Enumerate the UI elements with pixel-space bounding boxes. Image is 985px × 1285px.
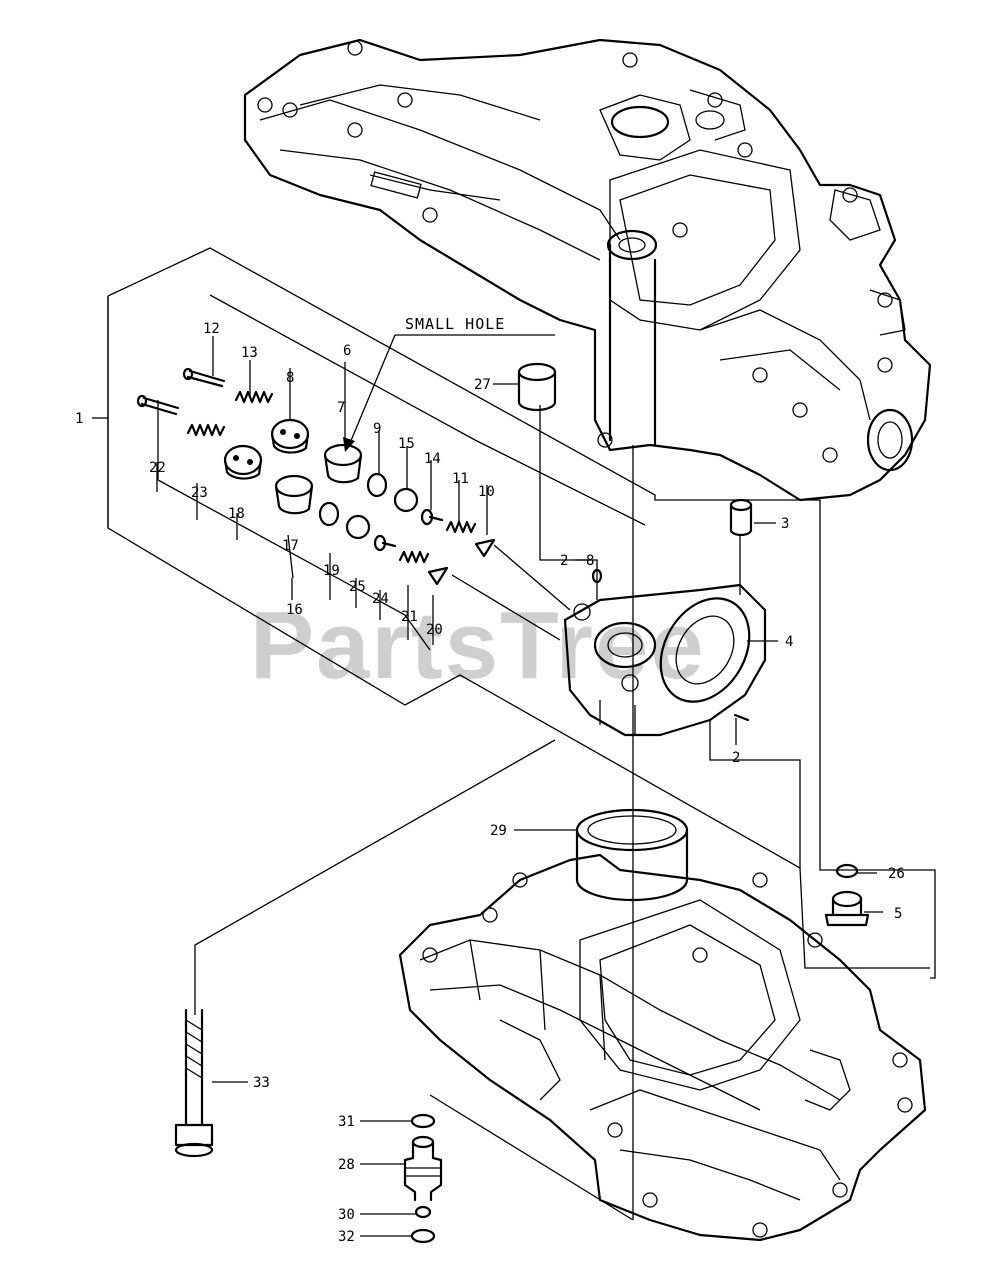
o-ring-32 xyxy=(410,1228,436,1244)
label-24: 24 xyxy=(372,591,389,607)
label-2-upper: 2 xyxy=(560,553,568,569)
label-19: 19 xyxy=(323,563,340,579)
label-12: 12 xyxy=(203,321,220,337)
spring-11 xyxy=(445,520,477,534)
o-ring-26 xyxy=(835,863,859,879)
label-22: 22 xyxy=(149,460,166,476)
ball-25 xyxy=(345,514,371,540)
cylinder-7 xyxy=(323,443,363,484)
check-valve-28 xyxy=(403,1135,443,1202)
label-32: 32 xyxy=(338,1229,355,1245)
label-9: 9 xyxy=(373,421,381,437)
label-10: 10 xyxy=(478,484,495,500)
plug-8 xyxy=(270,418,310,454)
lower-housing xyxy=(398,853,927,1242)
spring-30 xyxy=(414,1205,432,1219)
pin-22 xyxy=(136,394,180,416)
spring-21 xyxy=(398,550,430,564)
label-20: 20 xyxy=(426,622,443,638)
label-1: 1 xyxy=(75,411,83,427)
part-labels: SMALL HOLE 1 2 8 2 3 4 5 6 7 8 9 10 11 1… xyxy=(75,315,905,1245)
pin-12 xyxy=(182,367,226,388)
valve-20 xyxy=(427,566,449,586)
label-7: 7 xyxy=(337,400,345,416)
plug-18 xyxy=(223,444,263,480)
pin-2-lower xyxy=(733,713,750,722)
small-hole-callout: SMALL HOLE xyxy=(405,315,505,333)
label-8: 8 xyxy=(286,370,294,386)
o-ring-31 xyxy=(410,1113,436,1129)
pin-24 xyxy=(373,534,397,552)
cylinder-17 xyxy=(274,474,314,515)
label-28: 28 xyxy=(338,1157,355,1173)
o-ring-19 xyxy=(318,501,340,527)
upper-housing xyxy=(243,38,932,502)
label-21: 21 xyxy=(401,609,418,625)
label-33: 33 xyxy=(253,1075,270,1091)
label-31: 31 xyxy=(338,1114,355,1130)
label-18: 18 xyxy=(228,506,245,522)
valve-10 xyxy=(474,538,496,558)
label-15: 15 xyxy=(398,436,415,452)
label-8-upper: 8 xyxy=(586,553,594,569)
sleeve-27 xyxy=(517,362,557,412)
label-17: 17 xyxy=(282,538,299,554)
label-4: 4 xyxy=(785,634,793,650)
label-29: 29 xyxy=(490,823,507,839)
spring-13 xyxy=(234,390,274,404)
bolt-33 xyxy=(174,1008,214,1158)
label-26: 26 xyxy=(888,866,905,882)
label-25: 25 xyxy=(349,579,366,595)
center-section-block xyxy=(563,583,767,737)
pin-3 xyxy=(729,498,753,537)
label-2-lower: 2 xyxy=(732,750,740,766)
watermark-text: PartsTree xyxy=(250,592,706,699)
label-11: 11 xyxy=(452,471,469,487)
plug-5 xyxy=(824,890,870,927)
ring-29 xyxy=(575,808,689,902)
assembly-lines xyxy=(92,247,936,1237)
label-27: 27 xyxy=(474,377,491,393)
label-3: 3 xyxy=(781,516,789,532)
label-30: 30 xyxy=(338,1207,355,1223)
label-14: 14 xyxy=(424,451,441,467)
pin-14 xyxy=(420,508,444,526)
label-6: 6 xyxy=(343,343,351,359)
spring-23 xyxy=(186,423,226,437)
label-5: 5 xyxy=(894,906,902,922)
label-23: 23 xyxy=(191,485,208,501)
label-13: 13 xyxy=(241,345,258,361)
o-ring-9 xyxy=(366,472,388,498)
ball-15 xyxy=(393,487,419,513)
label-16: 16 xyxy=(286,602,303,618)
